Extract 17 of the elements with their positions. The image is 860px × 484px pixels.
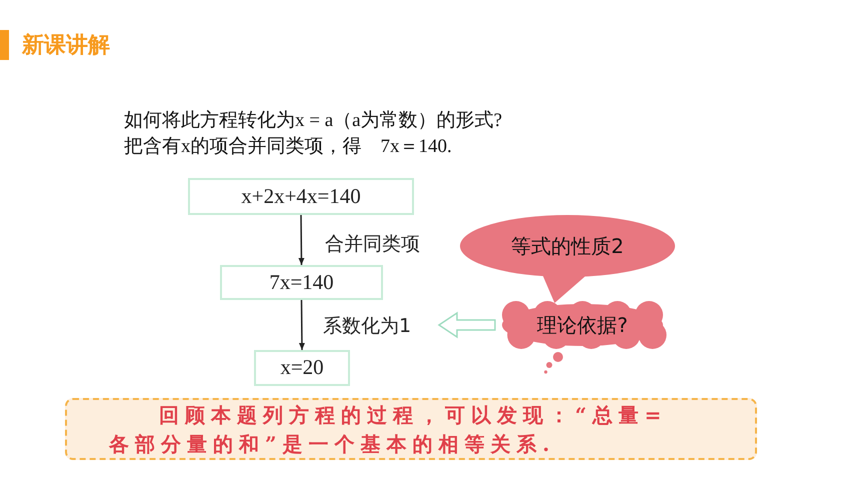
section-title: 新课讲解 bbox=[22, 32, 110, 60]
node-text: 7x=140 bbox=[269, 268, 334, 296]
note-box bbox=[65, 398, 757, 460]
equation-box bbox=[254, 350, 350, 386]
arrow bbox=[298, 300, 305, 350]
question-text: 如何将此方程转化为x = a（a为常数）的形式? bbox=[124, 109, 502, 133]
equation-box bbox=[188, 178, 414, 215]
equation-box bbox=[220, 265, 383, 300]
question-text: 把含有x的项合并同类项，得 7x＝140. bbox=[124, 135, 452, 159]
node-text: 等式的性质2 bbox=[511, 233, 624, 260]
node-text: 理论依据? bbox=[537, 312, 628, 339]
node-text: x=20 bbox=[280, 354, 324, 382]
step-label: 系数化为1 bbox=[323, 314, 412, 339]
node-text: x+2x+4x=140 bbox=[241, 182, 361, 210]
arrow bbox=[298, 215, 304, 265]
note-text: 回顾本题列方程的过程，可以发现：“总量=各部分量的和”是一个基本的相等关系. bbox=[109, 402, 668, 458]
hollow-arrow bbox=[438, 312, 496, 338]
